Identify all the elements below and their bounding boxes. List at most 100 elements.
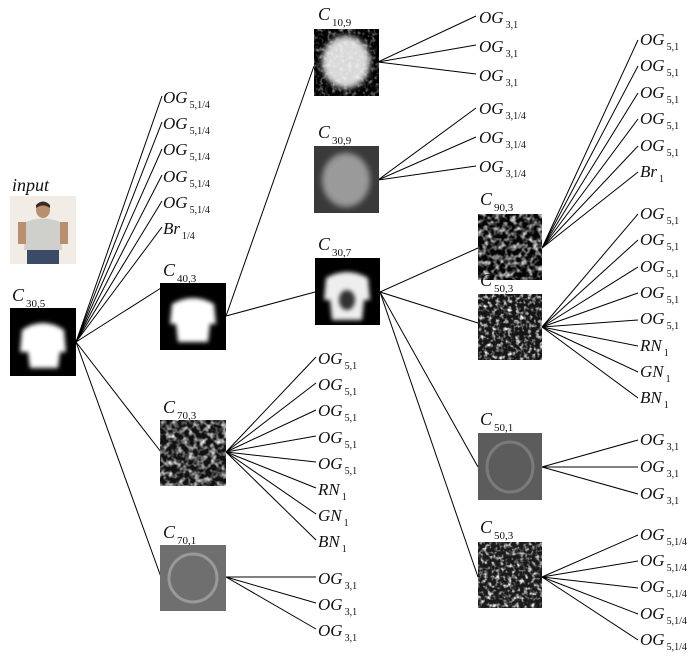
leaf-label-g501-2-base: OG xyxy=(640,484,665,503)
leaf-label-g703-1-subscript: 5,1 xyxy=(345,387,358,398)
leaf-label-g109-1-base: OG xyxy=(479,37,504,56)
leaf-label-g703-2-subscript: 5,1 xyxy=(345,413,358,424)
thumb-c703 xyxy=(160,420,226,486)
leaf-label-g503a-2-subscript: 5,1 xyxy=(667,269,680,280)
node-label-c305-subscript: 30,5 xyxy=(26,298,46,310)
node-label-c703-base: C xyxy=(163,397,176,417)
leaf-label-g503a-1-subscript: 5,1 xyxy=(667,242,680,253)
leaf-label-g503a-3-base: OG xyxy=(640,283,665,302)
leaf-label-g703-2-base: OG xyxy=(318,401,343,420)
leaf-label-g305-5-base: Br xyxy=(163,219,180,238)
leaf-label-g503a-6-subscript: 1 xyxy=(666,374,671,385)
leaf-label-g903-4-base: OG xyxy=(640,136,665,155)
leaf-label-g903-4-subscript: 5,1 xyxy=(667,148,680,159)
thumb-c503a xyxy=(478,294,542,360)
leaf-label-g109-0-base: OG xyxy=(479,8,504,27)
leaf-label-g703-7-subscript: 1 xyxy=(342,544,347,555)
leaf-label-g305-4-base: OG xyxy=(163,193,188,212)
leaf-label-g701-0-subscript: 3,1 xyxy=(345,581,358,592)
leaf-label-g703-0-subscript: 5,1 xyxy=(345,361,358,372)
leaf-label-g305-0-subscript: 5,1/4 xyxy=(190,100,210,111)
leaf-label-g109-2-base: OG xyxy=(479,66,504,85)
leaf-label-g109-0-subscript: 3,1 xyxy=(506,20,519,31)
node-label-c701-subscript: 70,1 xyxy=(177,535,196,547)
leaf-label-g703-6-base: GN xyxy=(318,506,343,525)
leaf-label-g703-0-base: OG xyxy=(318,349,343,368)
leaf-label-g305-5-subscript: 1/4 xyxy=(182,231,195,242)
leaf-label-g109-1-subscript: 3,1 xyxy=(506,49,519,60)
node-label-c305-base: C xyxy=(12,285,25,305)
leaf-label-g309-0-subscript: 3,1/4 xyxy=(506,111,526,122)
node-label-c403-subscript: 40,3 xyxy=(177,273,197,285)
node-label-c503a-subscript: 50,3 xyxy=(494,283,514,295)
leaf-label-g503a-1-base: OG xyxy=(640,230,665,249)
leaf-label-g309-1-base: OG xyxy=(479,128,504,147)
leaf-label-g703-3-subscript: 5,1 xyxy=(345,440,358,451)
leaf-label-g703-4-subscript: 5,1 xyxy=(345,466,358,477)
leaf-label-g503b-4-base: OG xyxy=(640,630,665,649)
thumb-c701 xyxy=(160,545,226,611)
leaf-label-g503b-4-subscript: 5,1/4 xyxy=(667,642,687,653)
leaf-label-g903-3-base: OG xyxy=(640,109,665,128)
node-label-c503a-base: C xyxy=(480,270,493,290)
leaf-label-g701-1-subscript: 3,1 xyxy=(345,607,358,618)
input-photo xyxy=(10,196,76,264)
leaf-label-g501-1-base: OG xyxy=(640,457,665,476)
leaf-label-g309-2-base: OG xyxy=(479,157,504,176)
leaf-label-g701-2-base: OG xyxy=(318,621,343,640)
thumb-c403 xyxy=(160,283,226,350)
leaf-label-g701-0-base: OG xyxy=(318,569,343,588)
leaf-label-g305-1-subscript: 5,1/4 xyxy=(190,126,210,137)
leaf-label-g503a-0-base: OG xyxy=(640,204,665,223)
leaf-label-g703-3-base: OG xyxy=(318,428,343,447)
leaf-label-g109-2-subscript: 3,1 xyxy=(506,78,519,89)
node-label-c701-base: C xyxy=(163,522,176,542)
leaf-label-g703-5-subscript: 1 xyxy=(342,492,347,503)
thumb-c109 xyxy=(314,29,379,96)
leaf-label-g501-0-subscript: 3,1 xyxy=(667,442,680,453)
leaf-label-g309-2-subscript: 3,1/4 xyxy=(506,169,526,180)
leaf-label-g701-1-base: OG xyxy=(318,595,343,614)
leaf-label-g501-1-subscript: 3,1 xyxy=(667,469,680,480)
leaf-label-g703-5-base: RN xyxy=(317,480,341,499)
leaf-label-g903-0-subscript: 5,1 xyxy=(667,42,680,53)
leaf-label-g309-1-subscript: 3,1/4 xyxy=(506,140,526,151)
leaf-label-g701-2-subscript: 3,1 xyxy=(345,633,358,644)
leaf-label-g503a-4-base: OG xyxy=(640,309,665,328)
leaf-label-g903-0-base: OG xyxy=(640,30,665,49)
leaf-label-g503b-1-subscript: 5,1/4 xyxy=(667,563,687,574)
